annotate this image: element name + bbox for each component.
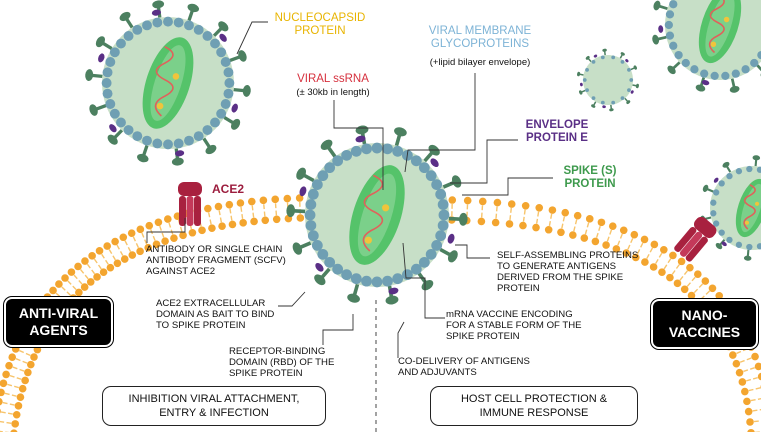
lipid-bilayer-note: (+lipid bilayer envelope) [429, 57, 531, 68]
note-codelivery: CO-DELIVERY OF ANTIGENS AND ADJUVANTS [398, 356, 530, 379]
leader-ace2-domain [278, 291, 306, 307]
leader-codelivery [397, 321, 405, 358]
leader-membrane-glycoproteins [404, 73, 476, 173]
leader-rbd [322, 314, 354, 345]
leader-self-assembling [455, 244, 490, 259]
envelope-protein-label: ENVELOPE PROTEIN E [525, 119, 589, 145]
note-antibody-scfv: ANTIBODY OR SINGLE CHAIN ANTIBODY FRAGME… [146, 244, 286, 278]
inhibition-caption-box: INHIBITION VIRAL ATTACHMENT, ENTRY & INF… [102, 386, 326, 426]
membrane-glycoproteins-label: VIRAL MEMBRANE GLYCOPROTEINS [428, 25, 532, 51]
viral-ssrna-label: VIRAL ssRNA [297, 73, 369, 85]
leader-envelope [450, 139, 518, 184]
note-mrna-vaccine: mRNA VACCINE ENCODING FOR A STABLE FORM … [446, 309, 582, 343]
virus-particles [85, 0, 761, 305]
note-rbd: RECEPTOR-BINDING DOMAIN (RBD) OF THE SPI… [229, 346, 335, 380]
ace2-receptors [178, 182, 717, 262]
protection-caption-box: HOST CELL PROTECTION & IMMUNE RESPONSE [430, 386, 638, 426]
leader-lines [146, 21, 553, 432]
ssrna-length-note: (± 30kb in length) [296, 87, 370, 98]
note-self-assembling: SELF-ASSEMBLING PROTEINS TO GENERATE ANT… [497, 250, 639, 295]
leader-mrna [402, 242, 445, 319]
anti-viral-agents-badge: ANTI-VIRAL AGENTS [4, 297, 113, 347]
ace2-label: ACE2 [212, 182, 245, 196]
nucleocapsid-label: NUCLEOCAPSID PROTEIN [274, 12, 366, 38]
leader-spike [462, 177, 553, 196]
leader-nucleocapsid [236, 21, 268, 55]
leader-antibody [146, 218, 186, 243]
nano-vaccines-badge: NANO- VACCINES [651, 299, 758, 349]
note-ace2-bait: ACE2 EXTRACELLULAR DOMAIN AS BAIT TO BIN… [156, 298, 275, 332]
spike-protein-label: SPIKE (S) PROTEIN [563, 165, 617, 191]
leader-viral-ssrna [333, 100, 384, 190]
